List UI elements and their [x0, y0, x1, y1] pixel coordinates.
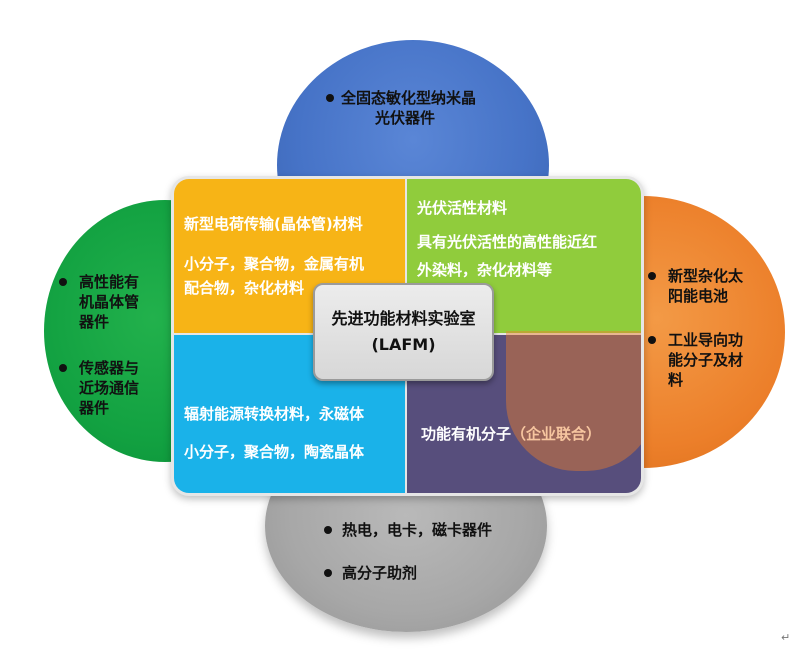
right-lobe-item-1: 新型杂化太 阳能电池 [648, 266, 743, 306]
quadrant-heading: 辐射能源转换材料，永磁体 [184, 405, 365, 423]
center-lab-label: 先进功能材料实验室 (LAFM) [313, 283, 494, 381]
lab-name: 先进功能材料实验室 [331, 309, 476, 328]
quadrant-top-left: 新型电荷传输(晶体管)材料 小分子，聚合物，金属有机 配合物，杂化材料 [174, 179, 407, 335]
return-mark: ↵ [781, 631, 791, 644]
bottom-lobe-item-1: 热电，电卡，磁卡器件 [324, 520, 492, 540]
bullet-dot-icon [59, 278, 67, 286]
quadrant-text: 外染料，杂化材料等 [417, 261, 553, 279]
quadrant-text: 配合物，杂化材料 [184, 279, 305, 297]
bullet-dot-icon [324, 569, 332, 577]
bullet-dot-icon [648, 336, 656, 344]
bullet-dot-icon [324, 526, 332, 534]
left-lobe-item-2: 传感器与 近场通信 器件 [59, 358, 139, 418]
bullet-dot-icon [59, 364, 67, 372]
bullet-dot-icon [326, 94, 334, 102]
quadrant-heading: 功能有机分子（企业联合） [421, 425, 602, 443]
bottom-lobe-item-2: 高分子助剂 [324, 563, 417, 583]
orange-lobe-overlap [506, 331, 641, 471]
quadrant-heading: 光伏活性材料 [417, 199, 508, 217]
quadrant-text: 具有光伏活性的高性能近红 [417, 233, 598, 251]
quadrant-heading: 新型电荷传输(晶体管)材料 [184, 215, 363, 233]
bullet-dot-icon [648, 272, 656, 280]
right-lobe-item-2: 工业导向功 能分子及材 料 [648, 330, 743, 390]
lab-abbreviation: (LAFM) [371, 335, 436, 354]
quadrant-top-right: 光伏活性材料 具有光伏活性的高性能近红 外染料，杂化材料等 [407, 179, 641, 335]
quadrant-text: 小分子，聚合物，金属有机 [184, 255, 365, 273]
top-lobe-item: 全固态敏化型纳米晶 光伏器件 [326, 88, 476, 128]
left-lobe-item-1: 高性能有 机晶体管 器件 [59, 272, 139, 332]
quadrant-text: 小分子，聚合物，陶瓷晶体 [184, 443, 365, 461]
